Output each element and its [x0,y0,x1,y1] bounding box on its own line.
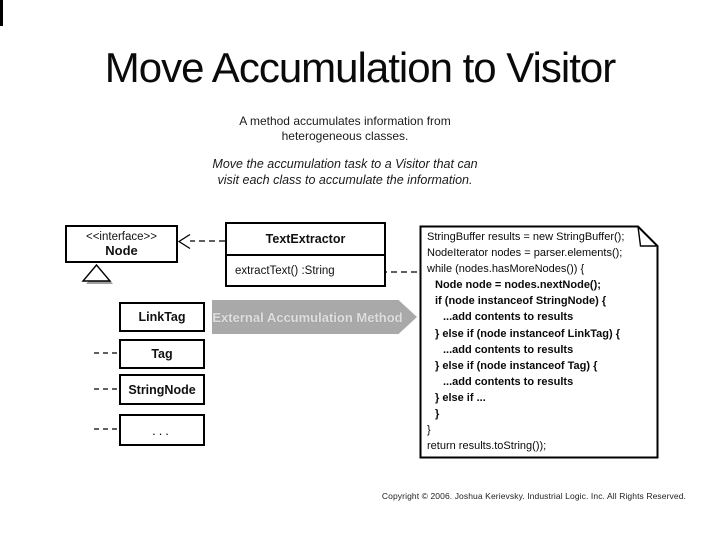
note-outline [419,225,659,459]
uml-note [419,225,659,459]
open-arrowhead-icon [177,233,191,250]
code-line: } else if (node instanceof LinkTag) { [435,327,620,340]
class-box-node: <<interface>> Node [65,225,178,263]
slide-title: Move Accumulation to Visitor [104,44,616,91]
generalization-triangle-icon [81,263,112,282]
code-line: ...add contents to results [443,375,574,388]
code-line: } else if (node instanceof Tag) { [435,359,598,372]
method-label: extractText() :String [235,264,335,277]
class-box-ellipsis: ... [119,414,205,446]
class-name: Node [105,243,138,258]
arrow-label: External Accumulation Method [212,309,403,325]
code-line: Node node = nodes.nextNode(); [435,279,601,292]
code-line: ...add contents to results [443,343,574,356]
class-box-textextractor: TextExtractor extractText() :String [225,222,386,287]
class-box-tag: Tag [119,339,205,369]
problem-statement: A method accumulates information from he… [0,114,690,144]
code-line: return results.toString()); [427,440,547,453]
external-accumulation-arrow: External Accumulation Method [212,300,417,334]
code-line: } else if ... [435,391,486,404]
code-line: ...add contents to results [443,311,574,324]
code-line: if (node instanceof StringNode) { [435,295,607,308]
code-line: } [427,424,431,437]
solution-statement-line: visit each class to accumulate the infor… [217,172,473,187]
code-line: while (nodes.hasMoreNodes()) { [427,263,585,276]
class-name: TextExtractor [227,224,384,256]
slide-corner-mark [0,0,3,26]
note-fold-icon [637,226,658,247]
class-box-stringnode: StringNode [119,374,205,405]
code-line: } [435,408,440,421]
code-line: StringBuffer results = new StringBuffer(… [427,231,625,243]
triangle-shadow [86,268,113,284]
copyright-footer: Copyright © 2006. Joshua Kerievsky. Indu… [381,491,686,501]
problem-statement-line: A method accumulates information from [239,114,451,128]
stereotype-label: <<interface>> [86,231,157,243]
code-line: NodeIterator nodes = parser.elements(); [427,247,623,260]
solution-statement-line: Move the accumulation task to a Visitor … [212,157,478,171]
code-lines: StringBuffer results = new StringBuffer(… [427,229,655,456]
class-box-linktag: LinkTag [119,302,205,332]
solution-statement: Move the accumulation task to a Visitor … [0,157,690,188]
problem-statement-line: heterogeneous classes. [281,129,409,143]
